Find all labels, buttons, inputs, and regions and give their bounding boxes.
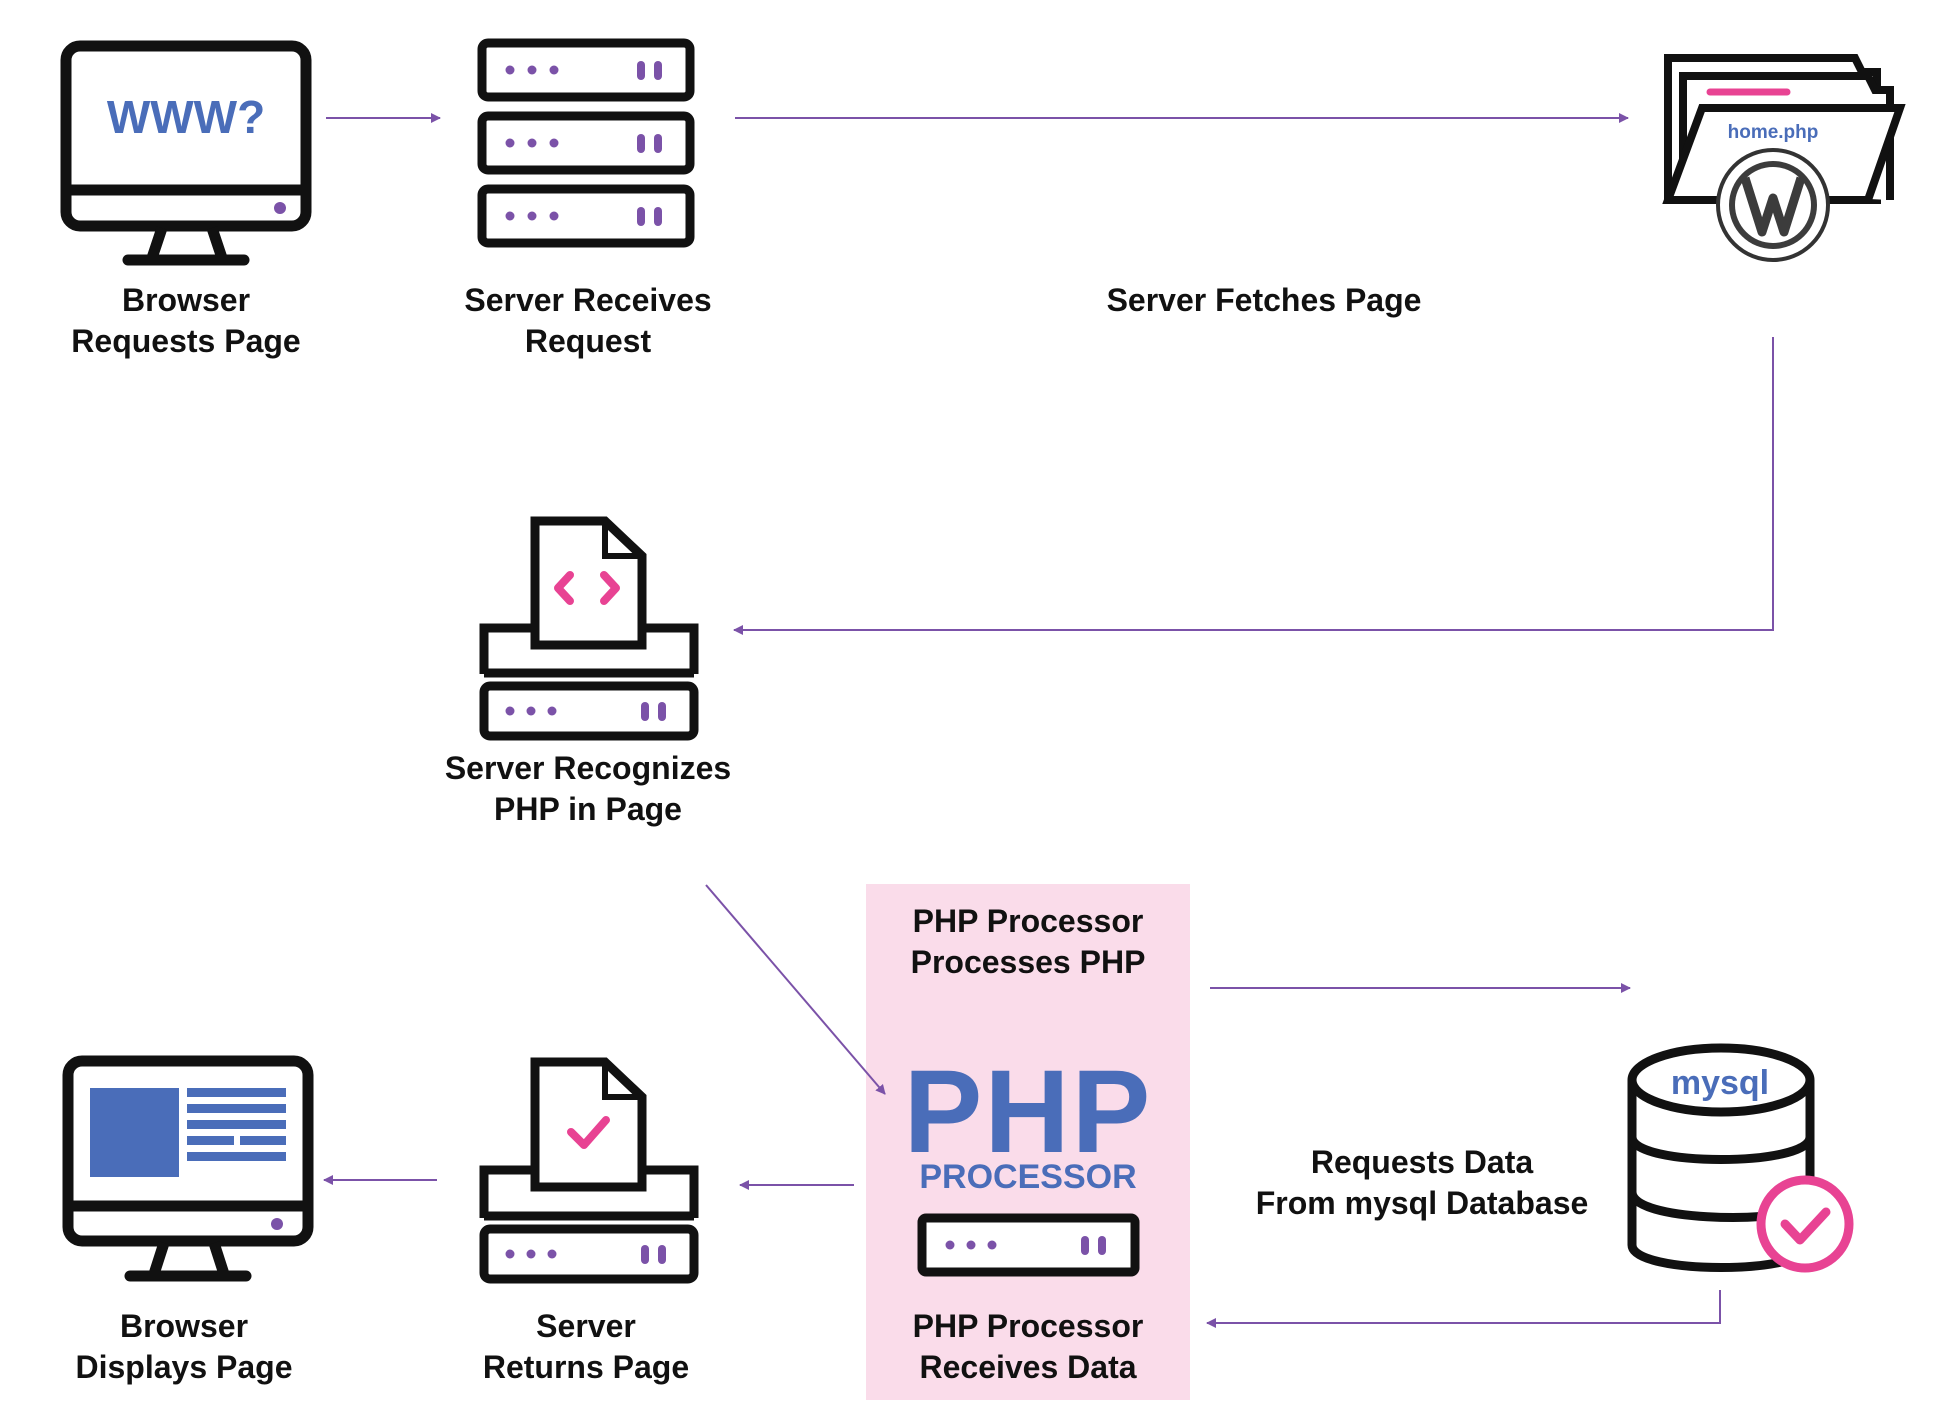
label-server-fetches: Server Fetches Page	[1106, 282, 1422, 318]
server-code-doc-icon	[479, 516, 699, 741]
monitor-request-icon: WWW?	[60, 40, 312, 266]
label-browser-requests: Browser Requests Page	[71, 282, 301, 359]
php-processor-panel	[866, 884, 1190, 1400]
arrow-mysql-to-php	[1206, 1290, 1721, 1328]
server-check-doc-icon	[479, 1057, 699, 1284]
db-name-text: mysql	[1671, 1064, 1769, 1102]
folder-wordpress-icon: home.php	[1662, 54, 1906, 262]
file-name-text: home.php	[1728, 122, 1819, 143]
arrow-recognizer-to-php	[705, 884, 886, 1095]
label-requests-data: Requests Data From mysql Database	[1255, 1144, 1589, 1221]
label-php-receives: PHP Processor Receives Data	[912, 1308, 1144, 1385]
php-logo-text: PHP	[903, 1046, 1153, 1178]
server-stack-icon	[477, 38, 695, 248]
arrow-file-to-recognizer	[733, 337, 1774, 635]
www-text: WWW?	[107, 91, 265, 143]
label-server-recognizes: Server Recognizes PHP in Page	[444, 750, 732, 827]
monitor-display-icon	[62, 1055, 314, 1282]
label-browser-displays: Browser Displays Page	[75, 1308, 293, 1385]
php-processor-subtitle: PROCESSOR	[919, 1158, 1137, 1196]
mysql-database-icon: mysql	[1627, 1043, 1854, 1273]
label-php-processes: PHP Processor Processes PHP	[910, 903, 1146, 980]
php-server-icon	[917, 1213, 1140, 1277]
label-server-returns: Server Returns Page	[482, 1308, 690, 1385]
label-server-receives: Server Receives Request	[464, 282, 712, 359]
